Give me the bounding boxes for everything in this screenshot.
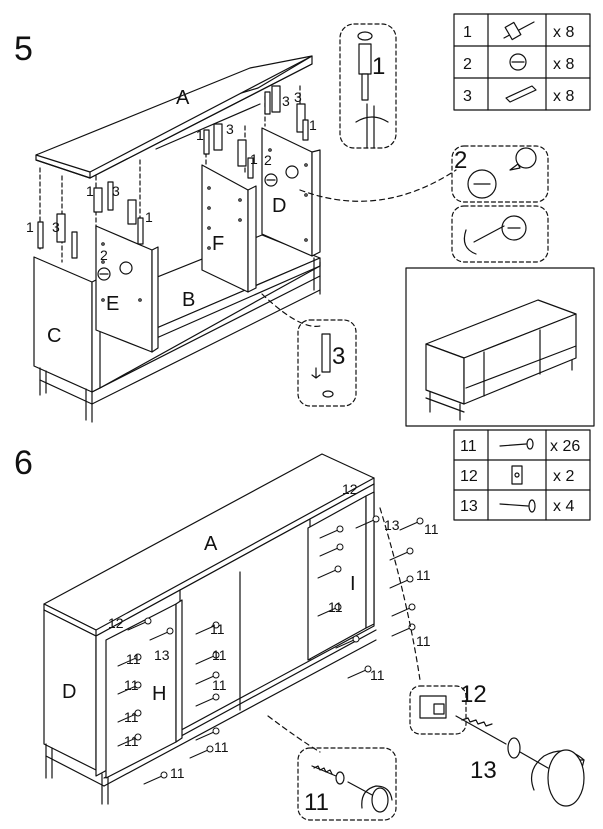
cabinet-body-step5 (33, 127, 321, 423)
label-1: 1 (26, 219, 34, 235)
hardware-parts-step5 (37, 85, 309, 259)
callout-13-label: 13 (470, 757, 497, 784)
label-13: 13 (384, 517, 400, 533)
label-3: 3 (226, 121, 234, 137)
callout-12-label: 12 (460, 681, 487, 708)
parts-table-id: 2 (463, 56, 472, 73)
label-12: 12 (108, 615, 124, 631)
label-11: 11 (328, 599, 343, 615)
label-11: 11 (124, 677, 139, 693)
flat-screw-icon (499, 499, 536, 513)
panel-d-label: D (272, 195, 286, 217)
door-h (105, 599, 183, 779)
parts-table-qty: x 4 (553, 498, 574, 515)
parts-table-qty: x 2 (553, 468, 574, 485)
panel-a-label: A (176, 87, 190, 109)
parts-table-qty: x 26 (550, 438, 580, 455)
label-2: 2 (100, 247, 108, 263)
label-1: 1 (145, 209, 153, 225)
completed-cabinet-preview (405, 267, 595, 427)
panel-h-label: H (152, 683, 166, 705)
panel-a-label-step6: A (204, 533, 218, 555)
cabinet-body-step6 (43, 453, 377, 805)
label-1: 1 (86, 183, 94, 199)
label-11: 11 (126, 651, 141, 667)
parts-table-id: 1 (463, 24, 472, 41)
step-5-number: 5 (14, 30, 33, 68)
cam-bolt-icon (503, 21, 535, 41)
label-11: 11 (210, 621, 225, 637)
label-12: 12 (342, 481, 358, 497)
parts-table-step6 (453, 429, 591, 521)
label-1: 1 (250, 151, 258, 167)
panel-i-label: I (350, 573, 356, 595)
label-11: 11 (416, 633, 431, 649)
door-stopper-icon (511, 465, 523, 485)
label-11: 11 (124, 733, 139, 749)
label-3: 3 (294, 89, 302, 105)
panel-d-label-step6: D (62, 681, 76, 703)
callout-2-label: 2 (454, 147, 467, 174)
callout-3-leader (261, 293, 321, 327)
label-3: 3 (112, 183, 120, 199)
label-11: 11 (214, 739, 229, 755)
cam-locks-on-panels (97, 165, 299, 281)
parts-table-qty: x 8 (553, 56, 574, 73)
parts-table-qty: x 8 (553, 88, 574, 105)
callout-1-cam-bolt (339, 23, 397, 149)
label-1: 1 (196, 127, 204, 143)
label-11: 11 (370, 667, 385, 683)
panel-f-label: F (212, 233, 224, 255)
parts-table-id: 3 (463, 88, 472, 105)
hardware-labels-step5: 1 3 1 3 1 3 1 1 3 3 1 2 2 (26, 89, 317, 263)
callout-11-leader (267, 715, 321, 753)
hinge-screws (117, 515, 424, 785)
label-11: 11 (170, 765, 185, 781)
cam-lock-icon (509, 53, 527, 71)
label-3: 3 (282, 93, 290, 109)
label-2: 2 (264, 152, 272, 168)
callout-2-cam-lock (451, 145, 549, 263)
panel-a-top (35, 55, 313, 179)
panel-e-label: E (106, 293, 119, 315)
parts-table-step5 (453, 13, 591, 111)
panel-c-label: C (47, 325, 61, 347)
label-11: 11 (212, 647, 227, 663)
callout-1-label: 1 (372, 53, 385, 80)
callout-3-dowel (297, 319, 357, 407)
label-13: 13 (154, 647, 170, 663)
label-11: 11 (212, 677, 227, 693)
label-11: 11 (424, 521, 439, 537)
callout-11-label: 11 (304, 789, 329, 816)
label-11: 11 (124, 709, 139, 725)
label-11: 11 (416, 567, 431, 583)
parts-table-id: 11 (460, 438, 477, 455)
screw-icon (499, 438, 534, 450)
callout-3-label: 3 (332, 343, 345, 370)
wood-dowel-icon (505, 85, 537, 103)
callout-2-leader (299, 169, 457, 202)
parts-table-qty: x 8 (553, 24, 574, 41)
parts-table-id: 12 (460, 468, 478, 485)
callout-12-13-stopper (409, 685, 585, 807)
step-6-number: 6 (14, 444, 33, 482)
parts-table-id: 13 (460, 498, 478, 515)
panel-b-label: B (182, 289, 195, 311)
callout-11-screw (297, 747, 397, 821)
label-1: 1 (309, 117, 317, 133)
label-3: 3 (52, 219, 60, 235)
callout-12-leader (379, 507, 421, 681)
